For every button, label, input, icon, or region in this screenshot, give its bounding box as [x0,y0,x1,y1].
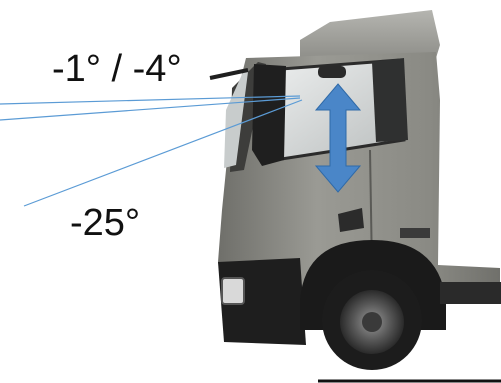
camera-housing [318,66,346,78]
windshield [224,70,248,168]
lower-angle-label: -25° [70,202,141,244]
mirror-arm [209,68,249,80]
rear-window [372,58,408,142]
sight-line-3 [23,99,303,207]
chassis-rail [440,282,501,304]
sight-lines [0,95,303,207]
upper-angle-label: -1° / -4° [52,48,182,90]
wheel-hub [362,312,382,332]
step-upper [400,228,430,238]
side-mirror [252,64,286,166]
double-vertical-arrow-icon [314,83,362,193]
headlight [221,277,245,305]
side-vent [338,208,364,232]
truck-cab [209,10,501,383]
sight-line-2 [0,97,301,121]
cab-roof [300,10,440,58]
sight-line-1 [0,95,301,105]
